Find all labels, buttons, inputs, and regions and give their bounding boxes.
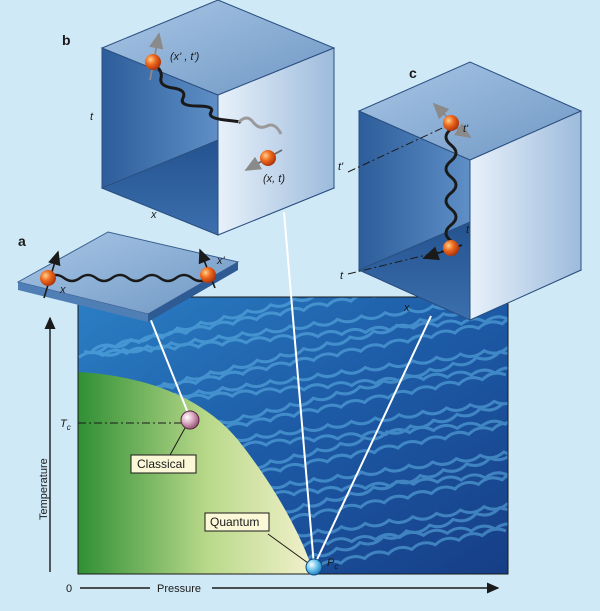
panel-b: b t x (x' , t') (x, t): [62, 0, 336, 236]
quantum-leader-to-b: [283, 211, 315, 567]
panel-b-t-axis: t: [90, 111, 94, 123]
panel-b-label: b: [62, 32, 71, 48]
panel-a: a x x': [16, 231, 240, 322]
classical-leader-to-a: [149, 317, 191, 419]
x-axis-label-bg: [150, 580, 212, 594]
panel-b-x-axis: x: [150, 209, 157, 221]
origin-label: 0: [66, 583, 72, 595]
texture-wave: [93, 297, 508, 404]
panel-b-spin-bottom: [260, 150, 276, 166]
texture-wave: [90, 297, 508, 353]
panel-b-top-point-label: (x' , t'): [170, 51, 200, 63]
texture-wave: [100, 315, 508, 403]
quantum-label: Quantum: [210, 515, 259, 529]
panel-c-spin-bottom: [443, 240, 459, 256]
y-axis-label: Temperature: [38, 458, 50, 520]
classical-callout-line: [169, 427, 186, 456]
panel-c-t-left: t: [340, 270, 344, 282]
panel-c-worldline: [444, 127, 458, 255]
panel-c-spin-top: [443, 115, 459, 131]
x-axis-label: Pressure: [157, 583, 201, 595]
panel-c-t-prime-left: t': [338, 161, 344, 173]
panel-a-spin-left: [40, 270, 56, 286]
panel-a-x-prime: x': [216, 255, 226, 267]
tc-label: Tc: [60, 418, 71, 432]
quantum-leader-to-c: [313, 315, 432, 567]
panel-c-t-dashed: [347, 248, 452, 275]
panel-a-plate-front: [18, 282, 148, 322]
panel-a-coupling-wave: [47, 273, 209, 283]
panel-a-x: x: [59, 284, 66, 296]
panel-b-bottom-point-label: (x, t): [263, 173, 285, 185]
panel-c-t-right: t: [466, 224, 470, 236]
panel-c-t-prime: t': [463, 123, 469, 135]
panel-b-spin-top: [145, 54, 161, 70]
plot-frame: [77, 296, 509, 575]
classical-label-box: [130, 454, 197, 474]
panel-b-worldline-dark: [152, 62, 242, 124]
quantum-critical-point: [305, 558, 323, 576]
panel-c-side-face: [469, 110, 582, 321]
quantum-label-box: [204, 512, 270, 532]
classical-label: Classical: [137, 457, 185, 471]
panel-c-label: c: [409, 65, 417, 81]
panel-b-side-face: [217, 47, 335, 236]
quantum-callout-line: [267, 533, 309, 564]
classical-critical-point: [180, 410, 200, 430]
panel-c-x: x: [403, 302, 410, 314]
panel-a-label: a: [18, 233, 26, 249]
texture-wave: [83, 297, 505, 355]
panel-c-t-prime-dashed: [347, 123, 452, 173]
panel-b-worldline-light: [237, 116, 283, 135]
panel-a-spin-right: [200, 267, 216, 283]
panel-c: c t' t t' t x: [338, 61, 583, 321]
pc-label: Pc: [327, 557, 338, 571]
